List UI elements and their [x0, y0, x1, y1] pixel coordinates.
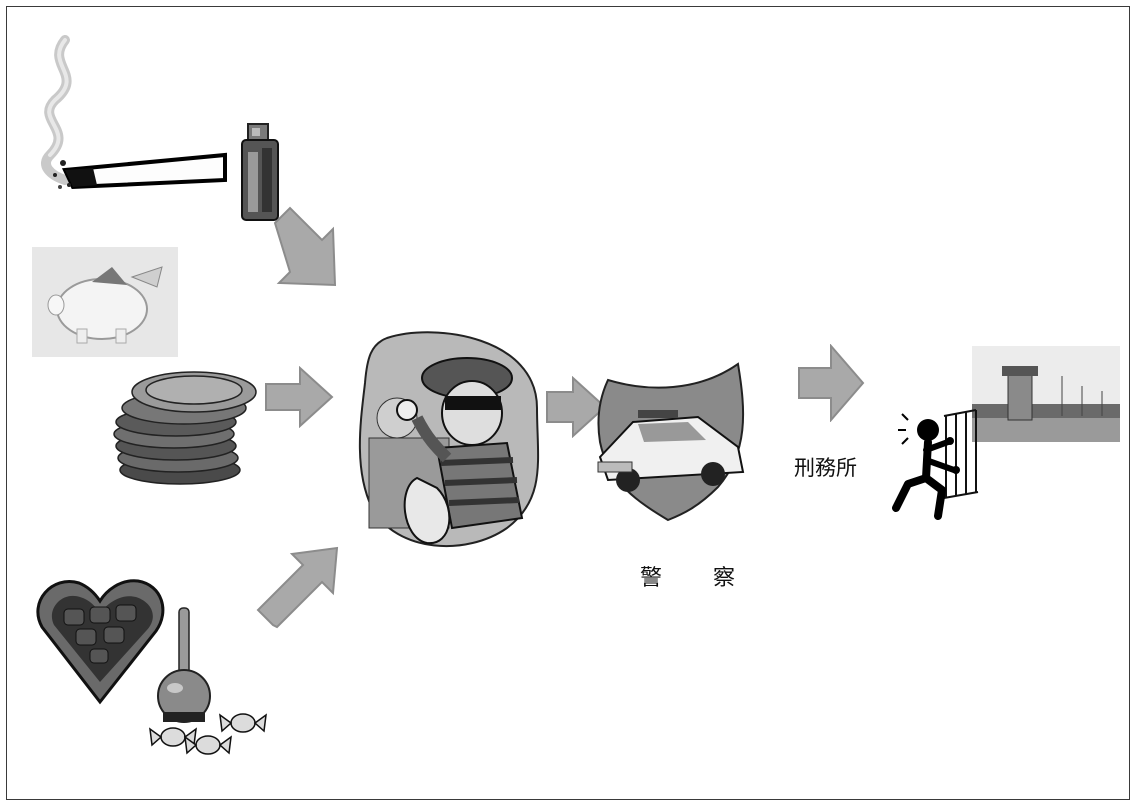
cigarette-icon: [25, 35, 235, 205]
arrow-right-3: [797, 344, 865, 422]
heart-chocolate-box-icon: [34, 567, 166, 707]
police-label: 警 察: [640, 560, 757, 592]
police-car-shield-icon: [588, 362, 758, 522]
coin-stack-icon: [110, 362, 260, 487]
arrow-right-1: [264, 366, 334, 428]
wrapped-candy-icon: [148, 707, 268, 759]
arrow-down-right: [270, 205, 345, 290]
prison-tower-photo: [972, 346, 1120, 442]
piggy-bank-photo: [32, 247, 178, 357]
arrow-up-right: [255, 545, 340, 630]
prisoner-behind-bars-icon: [888, 408, 988, 520]
thief-cartoon: [357, 328, 547, 558]
prison-label: 刑務所: [794, 452, 857, 482]
